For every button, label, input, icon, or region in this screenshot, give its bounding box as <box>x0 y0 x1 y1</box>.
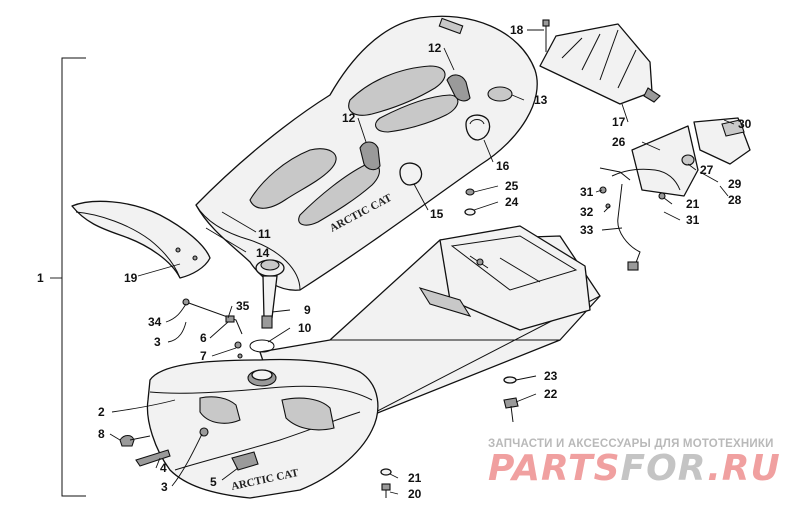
callout-9: 9 <box>304 303 311 317</box>
callout-2: 2 <box>98 405 105 419</box>
callout-15: 15 <box>430 207 444 221</box>
knob-15 <box>399 162 423 186</box>
callout-17: 17 <box>612 115 626 129</box>
callout-3-upper: 3 <box>154 335 161 349</box>
fuel-tank: ARCTIC CAT <box>146 358 379 499</box>
watermark-brand-ru: .RU <box>707 448 781 489</box>
taillight-assembly <box>599 117 751 271</box>
watermark-brand: PARTSFOR.RU <box>488 448 781 489</box>
callout-21-upper: 21 <box>686 197 700 211</box>
callout-23: 23 <box>544 369 558 383</box>
taillight-cover <box>539 23 661 105</box>
callout-12-lower: 12 <box>342 111 356 125</box>
watermark-brand-for: FOR <box>621 448 708 489</box>
washer-24 <box>464 208 476 216</box>
seat-pad <box>487 86 513 102</box>
callout-3-lower: 3 <box>161 480 168 494</box>
watermark-tagline: ЗАПЧАСТИ И АКСЕССУАРЫ ДЛЯ МОТОТЕХНИКИ <box>488 438 774 450</box>
callout-20: 20 <box>408 487 422 501</box>
callout-28: 28 <box>728 193 742 207</box>
washer-21 <box>380 468 392 476</box>
handle-lower <box>359 141 381 171</box>
callout-14: 14 <box>256 246 270 260</box>
nut-25 <box>465 188 475 196</box>
callout-18: 18 <box>510 23 524 37</box>
screw-20 <box>381 483 391 498</box>
callout-24: 24 <box>505 195 519 209</box>
callout-6: 6 <box>200 331 207 345</box>
rear-flap <box>71 200 211 279</box>
callout-19: 19 <box>124 271 138 285</box>
callout-35: 35 <box>236 299 250 313</box>
callout-31-left: 31 <box>580 185 594 199</box>
callout-8: 8 <box>98 427 105 441</box>
callout-22: 22 <box>544 387 558 401</box>
callout-7: 7 <box>200 349 207 363</box>
callout-4: 4 <box>160 461 167 475</box>
callout-25: 25 <box>505 179 519 193</box>
callout-5: 5 <box>210 475 217 489</box>
callout-13: 13 <box>534 93 548 107</box>
knob-16 <box>465 114 491 141</box>
o-ring <box>249 339 275 353</box>
callout-labels: 1 2 3 3 4 5 6 7 8 9 10 11 12 12 13 14 15… <box>37 23 752 501</box>
callout-33: 33 <box>580 223 594 237</box>
callout-30: 30 <box>738 117 752 131</box>
callout-34: 34 <box>148 315 162 329</box>
callout-32: 32 <box>580 205 594 219</box>
callout-1: 1 <box>37 271 44 285</box>
callout-12-upper: 12 <box>428 41 442 55</box>
screw-22 <box>503 397 519 423</box>
assembly-bracket <box>61 57 86 497</box>
callout-29: 29 <box>728 177 742 191</box>
callout-16: 16 <box>496 159 510 173</box>
callout-31-right: 31 <box>686 213 700 227</box>
callout-11: 11 <box>258 227 271 241</box>
handle-upper <box>446 74 471 102</box>
callout-26: 26 <box>612 135 626 149</box>
watermark-brand-parts: PARTS <box>488 448 621 489</box>
leader-lines <box>109 29 735 495</box>
pin-18 <box>542 19 550 52</box>
callout-27: 27 <box>700 163 714 177</box>
vent-fitting <box>119 434 151 447</box>
hose-hardware <box>182 298 243 359</box>
watermark: ЗАПЧАСТИ И АКСЕССУАРЫ ДЛЯ МОТОТЕХНИКИ PA… <box>488 438 781 489</box>
fuel-sender <box>255 259 285 329</box>
washer-23 <box>503 376 517 384</box>
callout-21-lower: 21 <box>408 471 422 485</box>
callout-10: 10 <box>298 321 312 335</box>
